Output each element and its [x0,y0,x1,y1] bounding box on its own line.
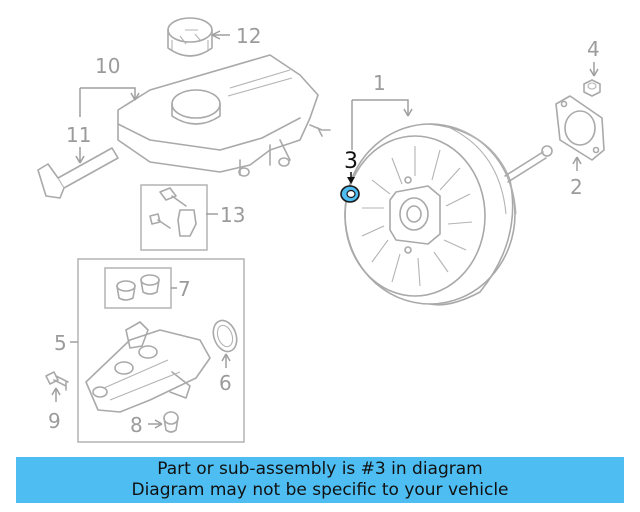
sensor-group-box [140,184,208,251]
level-sensor-part [149,187,197,237]
reservoir-hose-part [37,147,119,199]
caption-bar: Part or sub-assembly is #3 in diagram Di… [16,457,624,503]
seal-part-highlighted [340,185,360,203]
master-cylinder-group-box [77,258,245,443]
callout-4: 4 [587,37,600,61]
reservoir-cap-part [167,17,213,57]
grommets-part [116,274,160,301]
callout-2: 2 [570,175,583,199]
bolt-part [45,371,69,391]
brake-booster-part [344,123,553,306]
callout-1: 1 [373,71,386,95]
callout-11: 11 [66,123,91,147]
callout-8: 8 [130,413,143,437]
brake-fluid-reservoir-part [117,54,331,177]
o-ring-part [212,319,238,353]
callout-9: 9 [48,409,61,433]
master-cylinder-part [85,321,211,413]
callout-5: 5 [54,331,67,355]
callout-13: 13 [220,203,245,227]
caption-line-1: Part or sub-assembly is #3 in diagram [157,459,483,479]
parts-diagram: 12 10 11 13 7 5 [37,17,605,443]
plug-part [163,411,179,433]
caption-line-2: Diagram may not be specific to your vehi… [131,480,509,500]
callout-3: 3 [344,149,358,174]
callout-12: 12 [236,24,261,48]
seal-kit-box [104,267,172,309]
nut-part [583,79,601,97]
callout-7: 7 [178,277,191,301]
callout-10: 10 [95,54,120,78]
callout-6: 6 [219,371,232,395]
gasket-part [555,95,605,161]
